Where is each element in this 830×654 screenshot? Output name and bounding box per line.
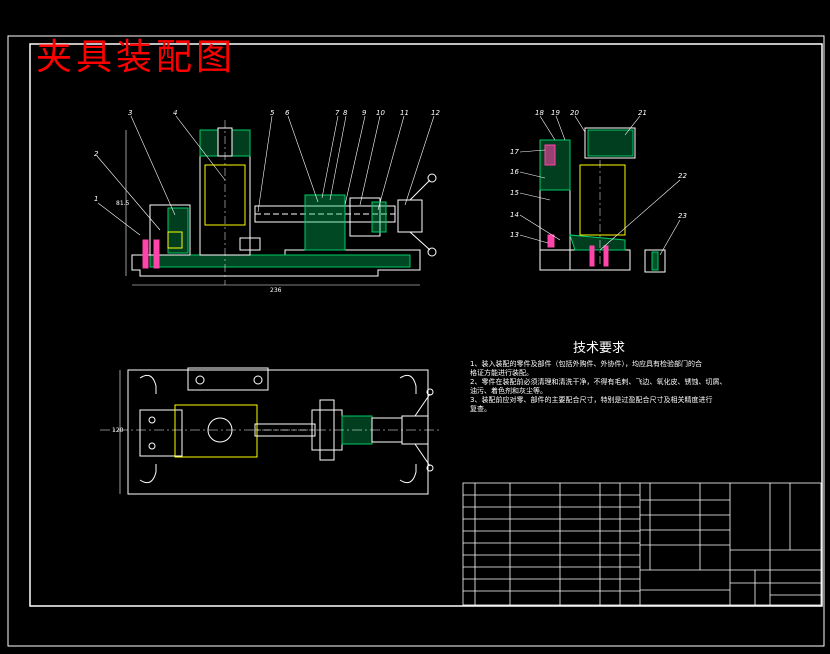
side-callouts [519,115,681,256]
main-title: 夹具装配图 [36,37,237,78]
callout-10: 10 [376,109,385,117]
callout-5: 5 [270,109,275,117]
callout-19: 19 [551,109,560,117]
callout-9: 9 [362,109,367,117]
callout-18: 18 [535,109,544,117]
callout-6: 6 [285,109,290,117]
callout-20: 20 [570,109,579,117]
callout-21: 21 [638,109,647,117]
callout-4: 4 [173,109,177,117]
front-height-dimension: 81.5 [116,200,130,207]
title-block [462,482,822,606]
top-view [100,367,440,495]
front-width-dimension: 236 [270,287,282,294]
callout-22: 22 [678,172,687,180]
callout-16: 16 [510,168,519,176]
callout-8: 8 [343,109,348,117]
side-view [539,127,666,273]
technical-requirement-line: 油污、着色剂和灰尘等。 [470,387,547,395]
callout-13: 13 [510,231,519,239]
callout-12: 12 [431,109,440,117]
callout-11: 11 [400,109,409,117]
top-height-dimension: 120 [112,427,124,434]
front-view [125,120,437,286]
callout-2: 2 [94,150,99,158]
callout-23: 23 [678,212,687,220]
technical-requirement-line: 3、装配前应对零、部件的主要配合尺寸，特别是过盈配合尺寸及相关精度进行 [470,396,713,404]
callout-3: 3 [128,109,132,117]
callout-14: 14 [510,211,519,219]
callout-7: 7 [335,109,340,117]
technical-requirement-line: 格证方能进行装配。 [470,369,533,377]
sheet-inner-border [29,43,823,607]
technical-requirement-line: 1、装入装配的零件及部件（包括外购件、外协件），均应具有检验部门的合 [470,360,702,368]
callout-17: 17 [510,148,519,156]
sheet-outer-border [7,35,825,647]
technical-requirements-heading: 技术要求 [573,341,626,356]
technical-requirement-line: 复查。 [470,405,491,413]
front-callouts [96,115,435,236]
technical-requirement-line: 2、零件在装配前必须清理和清洗干净，不得有毛刺、飞边、氧化皮、锈蚀、切屑、 [470,378,727,386]
callout-1: 1 [94,195,98,203]
callout-15: 15 [510,189,519,197]
